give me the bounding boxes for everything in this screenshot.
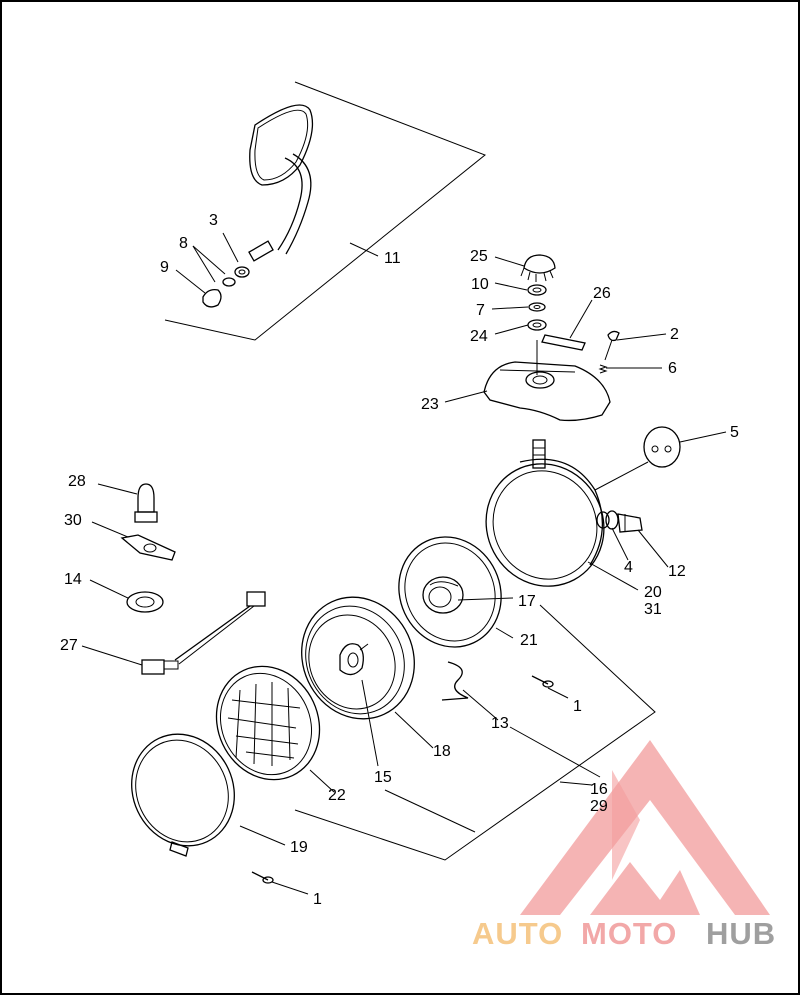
callout-19: 19 bbox=[290, 839, 308, 856]
wiring-harness bbox=[141, 591, 266, 675]
screw-lower bbox=[251, 871, 274, 884]
trim-ring bbox=[131, 733, 235, 857]
callout-1-lower: 1 bbox=[313, 891, 322, 908]
callout-1-upper: 1 bbox=[573, 698, 582, 715]
watermark-hub: HUB bbox=[706, 916, 776, 951]
callout-8: 8 bbox=[179, 235, 188, 252]
callout-24: 24 bbox=[470, 328, 488, 345]
bulb-socket bbox=[134, 483, 158, 523]
callout-25: 25 bbox=[470, 248, 488, 265]
callout-21: 21 bbox=[520, 632, 538, 649]
group-bracket-16-29 bbox=[294, 604, 656, 861]
callout-20: 20 bbox=[644, 584, 662, 601]
callout-22: 22 bbox=[328, 787, 346, 804]
callout-12: 12 bbox=[668, 563, 686, 580]
callout-2: 2 bbox=[670, 326, 679, 343]
watermark-triangle-outer bbox=[520, 740, 770, 915]
watermark-logo: AUTO MOTO HUB bbox=[472, 740, 776, 951]
callout-14: 14 bbox=[64, 571, 82, 588]
top-cover-assembly bbox=[483, 254, 620, 422]
callout-28: 28 bbox=[68, 473, 86, 490]
retaining-clip bbox=[441, 661, 469, 701]
headlamp-reflector bbox=[301, 596, 415, 720]
rubber-grommet bbox=[126, 591, 164, 613]
screw-upper bbox=[531, 675, 554, 688]
callout-29: 29 bbox=[590, 798, 608, 815]
callout-11: 11 bbox=[384, 250, 401, 267]
watermark-auto: AUTO bbox=[472, 916, 563, 951]
callout-23: 23 bbox=[421, 396, 439, 413]
callout-18: 18 bbox=[433, 743, 451, 760]
callout-17: 17 bbox=[518, 593, 536, 610]
callout-13: 13 bbox=[491, 715, 509, 732]
callout-9: 9 bbox=[160, 259, 169, 276]
callout-10: 10 bbox=[471, 276, 489, 293]
callout-16: 16 bbox=[590, 781, 608, 798]
callout-15: 15 bbox=[374, 769, 392, 786]
headlamp-housing bbox=[485, 426, 681, 587]
watermark-moto: MOTO bbox=[581, 916, 677, 951]
callout-6: 6 bbox=[668, 360, 677, 377]
callout-27: 27 bbox=[60, 637, 78, 654]
bulb-mount-ring bbox=[398, 536, 502, 648]
watermark-triangle-inner bbox=[590, 862, 700, 915]
mirror-assembly bbox=[164, 81, 486, 341]
headlamp-lens bbox=[215, 665, 321, 781]
callout-4: 4 bbox=[624, 559, 633, 576]
socket-holder bbox=[120, 534, 176, 561]
callout-31: 31 bbox=[644, 601, 662, 618]
callout-7: 7 bbox=[476, 302, 485, 319]
callout-5: 5 bbox=[730, 424, 739, 441]
callout-30: 30 bbox=[64, 512, 82, 529]
callout-3: 3 bbox=[209, 212, 218, 229]
callout-labels: 1 1 2 3 4 5 6 7 8 9 10 11 12 13 14 15 16… bbox=[60, 212, 739, 908]
callout-26: 26 bbox=[593, 285, 611, 302]
leader-lines bbox=[81, 232, 727, 895]
